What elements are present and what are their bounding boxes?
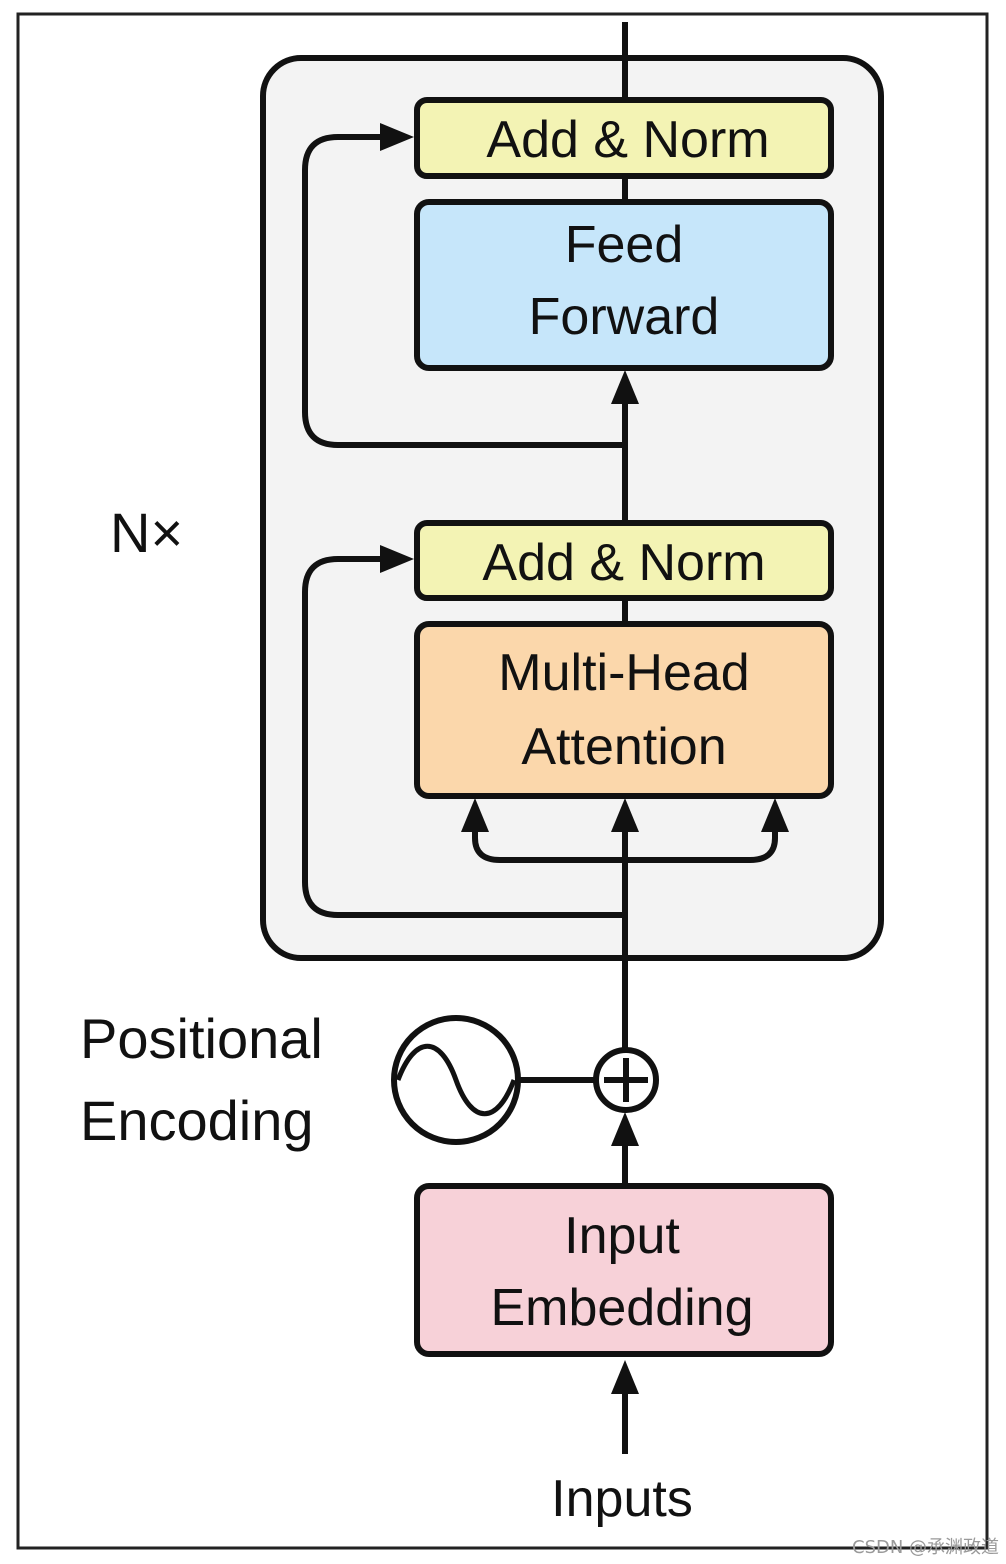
arrow-up-icon <box>761 798 789 832</box>
feed-forward-label-line1: Feed <box>565 216 684 274</box>
positional-encoding-label-line2: Encoding <box>80 1089 314 1152</box>
add-norm-bottom-label: Add & Norm <box>482 534 765 592</box>
attention-label-line1: Multi-Head <box>498 644 749 702</box>
multi-head-attention-block <box>414 621 834 799</box>
encoder-stack-container <box>260 55 884 961</box>
add-operator-icon <box>593 1047 659 1113</box>
attention-label-line2: Attention <box>521 718 726 776</box>
residual-connection-bottom <box>302 556 625 918</box>
add-norm-block-bottom <box>414 520 834 601</box>
input-embedding-block <box>414 1183 834 1357</box>
positional-encoding-label-line1: Positional <box>80 1007 323 1070</box>
arrow-right-icon <box>380 123 414 151</box>
watermark-text: CSDN @承渊政道 <box>852 1537 999 1558</box>
embedding-label-line1: Input <box>564 1207 680 1265</box>
feed-forward-block <box>414 199 834 371</box>
arrow-up-icon <box>461 798 489 832</box>
sine-wave-icon <box>391 1015 521 1145</box>
feed-forward-label-line2: Forward <box>529 288 720 346</box>
arrow-right-icon <box>380 545 414 573</box>
inputs-label: Inputs <box>551 1470 693 1528</box>
arrow-up-icon <box>611 798 639 832</box>
embedding-label-line2: Embedding <box>490 1279 753 1337</box>
arrow-up-icon <box>611 1112 639 1146</box>
residual-connection-top <box>302 134 625 448</box>
attention-branch-line <box>472 826 778 863</box>
arrow-up-icon <box>611 1360 639 1394</box>
add-norm-block-top <box>414 97 834 179</box>
arrow-up-icon <box>611 370 639 404</box>
add-norm-top-label: Add & Norm <box>486 111 769 169</box>
repeat-count-label: N× <box>110 501 183 564</box>
